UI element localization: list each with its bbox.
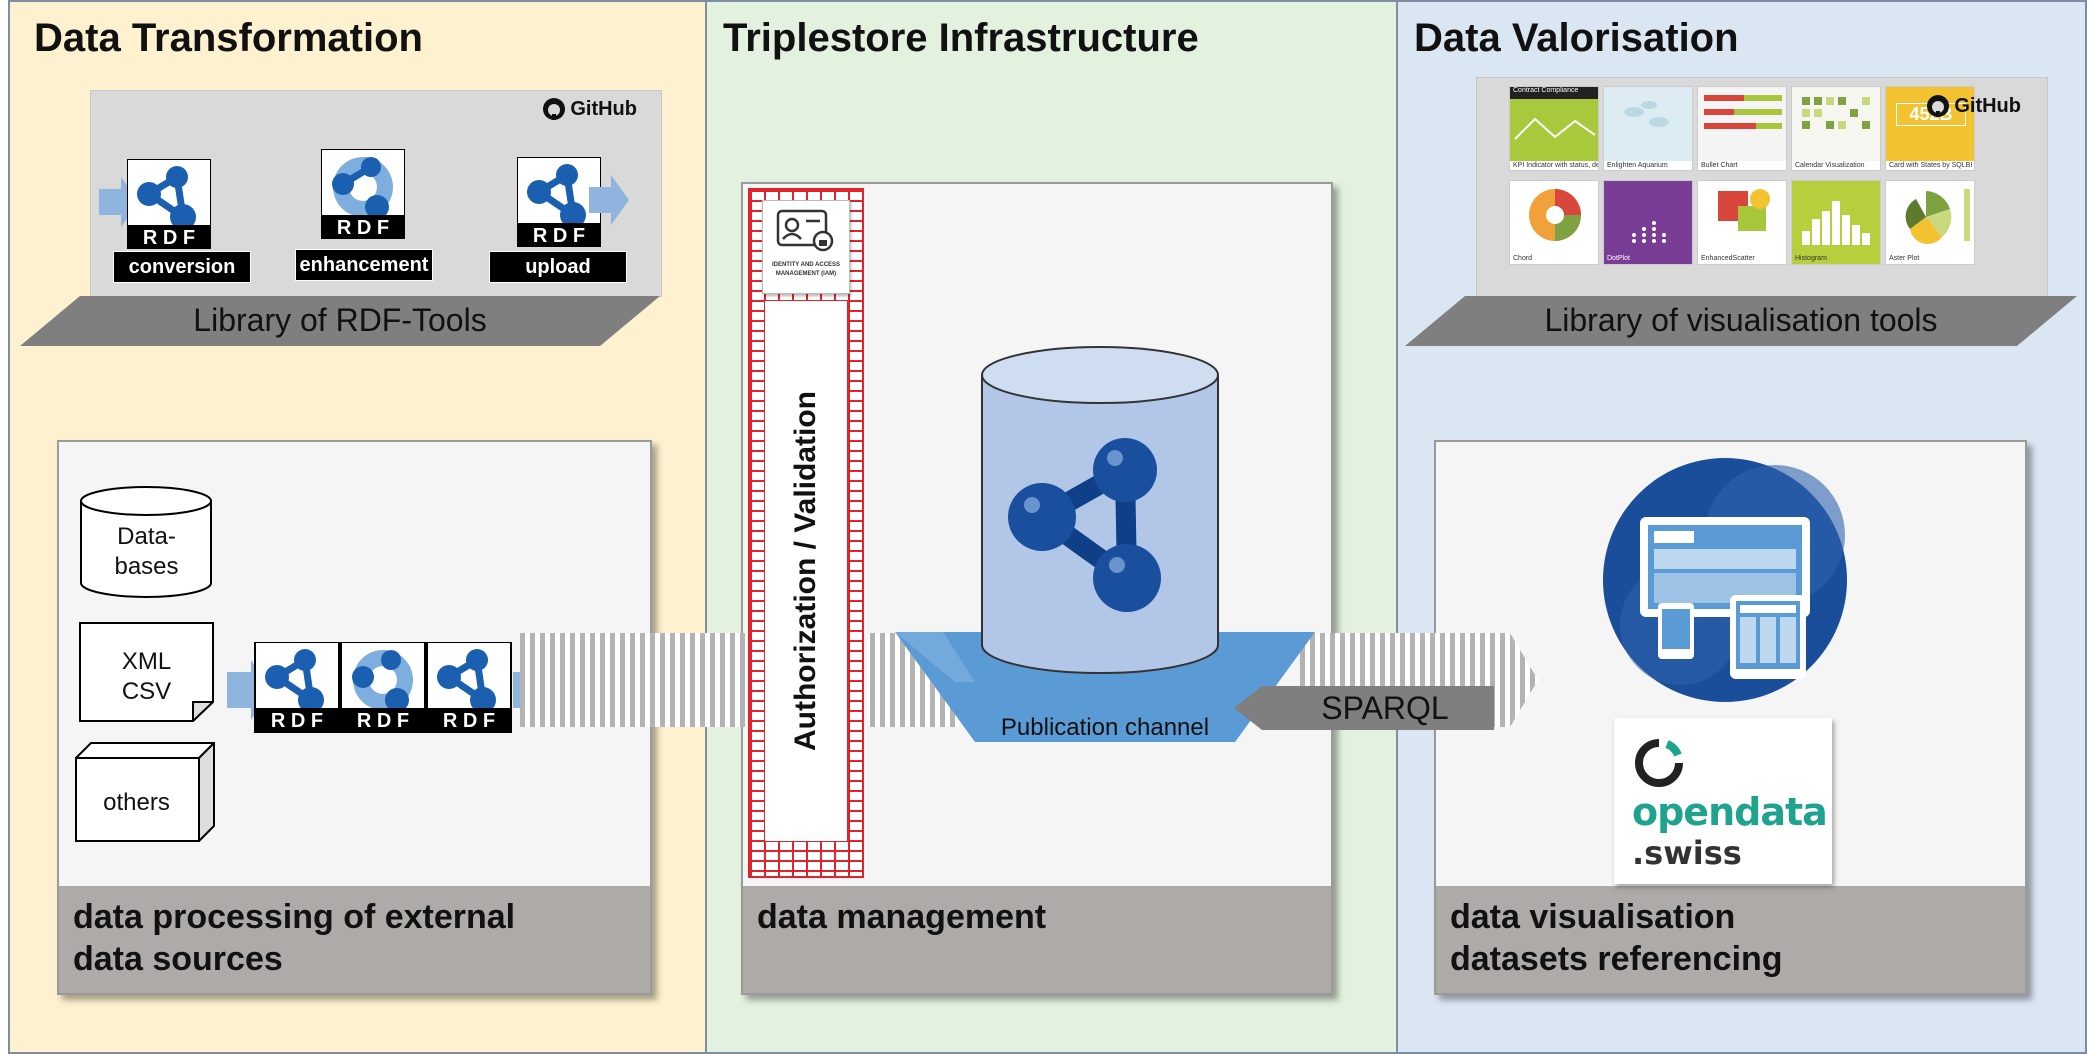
opendata-swiss-logo[interactable]: opendata .swiss [1614, 718, 1832, 884]
vis-tile-kpi[interactable]: Contract Compliance KPI Indicator with s… [1509, 86, 1599, 171]
iam-badge[interactable]: IDENTITY AND ACCESS MANAGEMENT (IAM) [762, 200, 850, 294]
tile-caption: Enlighten Aquarium [1604, 161, 1692, 170]
svg-text:R D F: R D F [337, 217, 389, 239]
others-label: others [103, 789, 170, 816]
document-icon [79, 622, 214, 722]
processing-panel-footer: data processing of external data sources [59, 886, 650, 993]
github-badge[interactable]: GitHub [1926, 94, 2021, 118]
svg-text:R D F: R D F [357, 710, 409, 732]
tool-caption-enhancement[interactable]: enhancement [295, 249, 433, 281]
vis-tools-library-shelf: Library of visualisation tools [1405, 296, 2077, 346]
vis-tools-library-card: Contract Compliance KPI Indicator with s… [1476, 77, 2048, 297]
fish-icon [1624, 101, 1669, 127]
dotplot-icon [1632, 221, 1666, 243]
column-title: Data Transformation [34, 16, 423, 60]
github-badge[interactable]: GitHub [542, 97, 637, 121]
chord-diagram-icon [1529, 189, 1581, 241]
data-processing-panel: Data- bases XML CSV others R D F [57, 440, 652, 995]
rdf-upload-tool[interactable]: R D F [516, 156, 637, 248]
tile-caption: Chord [1513, 255, 1533, 262]
management-line-1: data management [757, 898, 1047, 936]
tile-caption: Card with States by SQLBI [1886, 161, 1974, 170]
vis-tile-aquarium[interactable]: Enlighten Aquarium [1603, 86, 1693, 171]
histogram-icon [1802, 201, 1870, 245]
tile-caption: Calendar Visualization [1792, 161, 1880, 170]
arrow-out-icon [589, 175, 629, 225]
tile-caption: DotPlot [1607, 255, 1630, 262]
databases-label: Data- bases [114, 523, 179, 580]
aster-plot-icon [1905, 189, 1970, 245]
tile-caption: Bullet Chart [1698, 161, 1786, 170]
rdf-tools-library-card: GitHub R D F conversion [90, 90, 662, 297]
github-label: GitHub [1954, 94, 2021, 117]
rdf-tools-library-shelf: Library of RDF-Tools [20, 296, 660, 346]
responsive-dashboard-icon [1603, 458, 1847, 702]
vis-tile-calendar[interactable]: Calendar Visualization [1791, 86, 1881, 171]
tile-header: Contract Compliance [1510, 87, 1598, 99]
line-chart-icon [1514, 117, 1596, 140]
publication-channel-label: Publication channel [1000, 714, 1210, 741]
vis-tile-dotplot[interactable]: DotPlot [1603, 180, 1693, 265]
swiss-text: .swiss [1632, 834, 1742, 872]
rdf-molecule-icon: R D F [516, 156, 602, 248]
triplestore-database-icon[interactable] [980, 345, 1220, 675]
svg-text:R D F: R D F [533, 225, 585, 247]
tile-caption: KPI Indicator with status, de... [1510, 161, 1598, 170]
column-title: Data Valorisation [1414, 16, 1739, 60]
tile-caption: Histogram [1795, 255, 1827, 262]
github-label: GitHub [570, 97, 637, 120]
processing-line-1: data processing of external [73, 898, 516, 936]
vis-tile-aster[interactable]: Aster Plot [1885, 180, 1975, 265]
scatter-icon [1718, 189, 1770, 231]
bullet-chart-icon [1704, 95, 1782, 129]
vis-tile-chord[interactable]: Chord [1509, 180, 1599, 265]
visualisation-line-2: datasets referencing [1450, 940, 1783, 978]
rdf-molecule-icon: R D F [127, 159, 211, 249]
github-icon [543, 98, 566, 120]
vis-tile-bullet[interactable]: Bullet Chart [1697, 86, 1787, 171]
rdf-pipeline-icon: R D F R D F R D F [227, 642, 545, 733]
vis-tile-scatter[interactable]: EnhancedScatter [1697, 180, 1787, 265]
column-title: Triplestore Infrastructure [723, 16, 1199, 60]
iam-label: IDENTITY AND ACCESS MANAGEMENT (IAM) [771, 262, 841, 277]
vis-tiles-grid: Contract Compliance KPI Indicator with s… [1509, 86, 1979, 296]
github-icon [1927, 95, 1950, 117]
svg-text:R D F: R D F [271, 710, 323, 732]
tool-caption-upload[interactable]: upload [489, 251, 627, 283]
opendata-text: opendata [1632, 790, 1828, 834]
tool-caption-conversion[interactable]: conversion [113, 251, 251, 283]
vis-tile-histogram[interactable]: Histogram [1791, 180, 1881, 265]
processing-line-2: data sources [73, 940, 283, 978]
rdf-enhance-icon: R D F [320, 148, 406, 240]
visualisation-line-1: data visualisation [1450, 898, 1736, 936]
database-icon [80, 486, 212, 598]
rdf-conversion-tool[interactable]: R D F [99, 159, 217, 249]
calendar-grid-icon [1802, 97, 1870, 129]
rdf-library-label: Library of RDF-Tools [193, 302, 487, 338]
visualisation-panel-footer: data visualisation datasets referencing [1436, 886, 2025, 993]
sparql-label[interactable]: SPARQL [1321, 690, 1449, 726]
management-panel-footer: data management [743, 886, 1331, 993]
auth-validation-label: Authorization / Validation [789, 391, 822, 751]
files-label: XML CSV [121, 648, 172, 705]
identity-card-icon [776, 209, 834, 252]
rdf-enhancement-tool[interactable]: R D F [320, 148, 411, 240]
vis-library-label: Library of visualisation tools [1544, 302, 1938, 338]
svg-text:R D F: R D F [143, 227, 195, 249]
auth-inner-panel: Authorization / Validation [764, 300, 848, 842]
data-visualisation-panel: data visualisation datasets referencing [1434, 440, 2027, 995]
tile-caption: EnhancedScatter [1701, 255, 1755, 262]
sparql-arrow-shape [1234, 686, 1494, 730]
firewall: Authorization / Validation IDENTITY AND … [748, 188, 864, 878]
svg-text:R D F: R D F [443, 710, 495, 732]
others-box-icon [75, 742, 215, 842]
opendata-ring-icon [1635, 739, 1683, 787]
tile-caption: Aster Plot [1889, 255, 1920, 262]
